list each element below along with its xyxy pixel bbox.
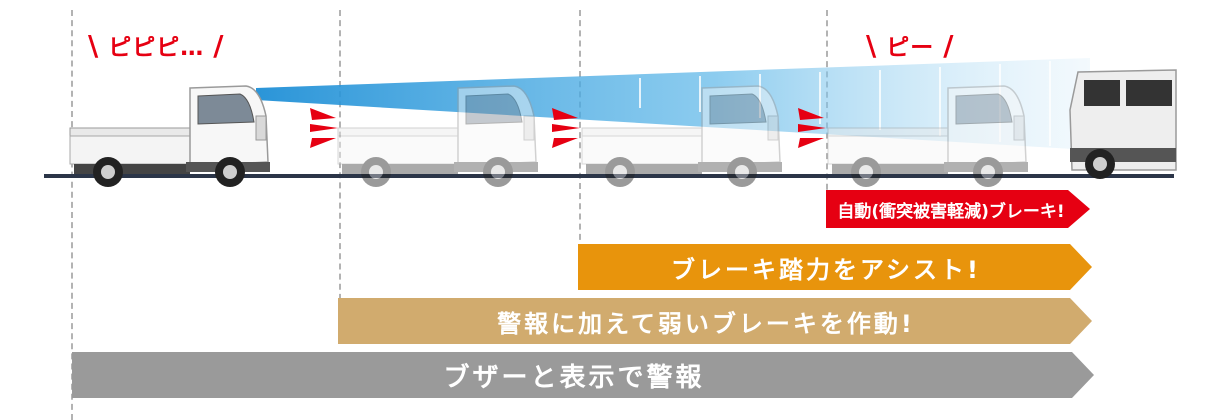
stage-bar-brake-assist: ブレーキ踏力をアシスト! (578, 244, 1092, 290)
stage-label-weak-brake: 警報に加えて弱いブレーキを作動! (497, 309, 915, 338)
alert-sound-label-2: \ ピー / (866, 29, 955, 62)
van-icon (1069, 69, 1177, 179)
stage-divider-3 (579, 10, 581, 250)
alert-sound-label-1: \ ピピピ… / (88, 29, 225, 62)
kei-truck-icon (69, 85, 271, 188)
stage-bar-weak-brake: 警報に加えて弱いブレーキを作動! (338, 298, 1092, 344)
stage-bar-auto-brake: 自動(衝突被害軽減)ブレーキ! (826, 190, 1090, 228)
stage-label-brake-assist: ブレーキ踏力をアシスト! (671, 255, 981, 284)
stage-divider-1 (71, 10, 73, 420)
stage-label-buzzer-warning: ブザーと表示で警報 (443, 362, 705, 393)
stage-label-auto-brake: 自動(衝突被害軽減)ブレーキ! (837, 201, 1065, 222)
stage-bar-buzzer-warning: ブザーと表示で警報 (72, 352, 1094, 398)
alert-burst-icon (310, 108, 338, 148)
